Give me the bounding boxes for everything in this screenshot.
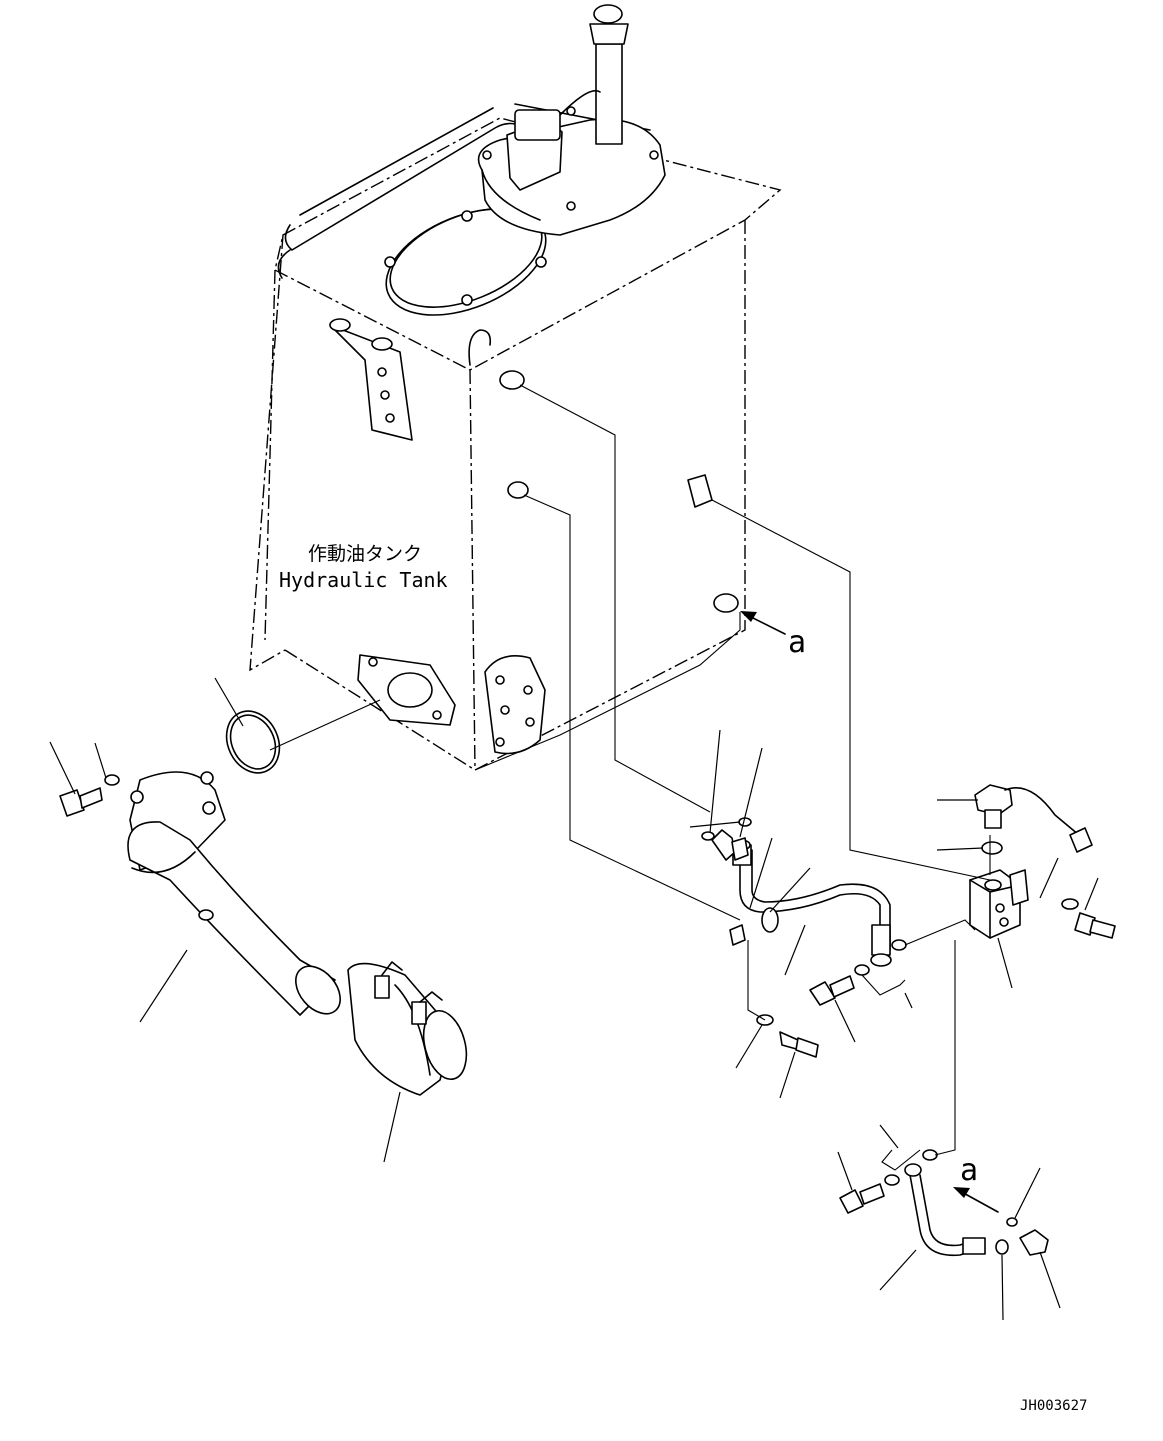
lower-hose-assembly — [839, 1149, 986, 1257]
elbow-fitting-upper — [701, 829, 749, 861]
reference-arrow-a-lower: a — [953, 1153, 999, 1213]
tank-mounting-bracket — [329, 318, 492, 441]
tank-ports — [357, 370, 739, 755]
tank-label-english: Hydraulic Tank — [279, 568, 448, 592]
tank-cover-plate — [384, 208, 547, 316]
reference-arrow-a-upper: a — [740, 611, 806, 660]
flange-bolt-left — [59, 774, 120, 817]
o-ring-suction — [225, 710, 281, 774]
connection-lines — [269, 384, 991, 1171]
switch-block — [969, 869, 1029, 939]
svg-text:a: a — [960, 1153, 978, 1188]
leader-lines — [49, 677, 1099, 1321]
hose-clamp-coupling — [347, 961, 468, 1096]
clamp-bolts-center — [756, 939, 907, 1058]
bolt-and-washer-right — [1061, 898, 1116, 939]
drawing-id: JH003627 — [1020, 1398, 1087, 1414]
tank-label-japanese: 作動油タンク — [308, 543, 422, 565]
elbow-fitting-lower — [995, 1217, 1049, 1256]
pressure-switch — [974, 784, 1093, 855]
upper-hose-assembly — [729, 817, 892, 967]
suction-elbow-pipe — [127, 771, 341, 1016]
level-sensor-filler-assembly — [477, 4, 666, 236]
hydraulic-tank — [249, 103, 782, 771]
svg-text:a: a — [788, 625, 806, 660]
